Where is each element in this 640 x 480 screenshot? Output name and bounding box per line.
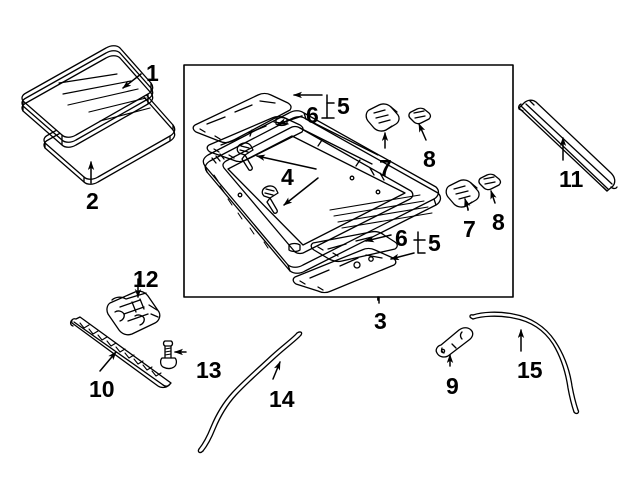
callout-label-3: 3 <box>374 308 387 334</box>
retainer-clip-front-8 <box>408 107 432 125</box>
callout-label-6b: 6 <box>395 225 408 251</box>
callout-label-9: 9 <box>446 373 459 399</box>
sunroof-frame <box>202 110 442 274</box>
callout-label-13: 13 <box>196 357 222 383</box>
callout-label-8b: 8 <box>492 209 505 235</box>
callout-label-5a: 5 <box>337 93 350 119</box>
callout-label-4: 4 <box>281 164 294 190</box>
callout-label-7a: 7 <box>379 155 392 181</box>
retainer-clip-rear-8 <box>478 173 502 191</box>
drain-hose-rear-15 <box>469 311 580 415</box>
callout-label-2: 2 <box>86 188 99 214</box>
drain-nozzle-9 <box>435 327 474 358</box>
callout-label-7b: 7 <box>463 216 476 242</box>
drive-motor-12 <box>106 290 161 336</box>
roof-trim-molding-11 <box>517 99 618 192</box>
drive-cable-10 <box>69 316 172 389</box>
leader-lines <box>87 73 567 380</box>
frame-screw-lower <box>261 185 279 214</box>
slider-shoe-front-7 <box>365 103 400 132</box>
callout-label-11: 11 <box>559 166 584 192</box>
callout-label-5b: 5 <box>428 230 441 256</box>
callout-label-8a: 8 <box>423 146 436 172</box>
guide-rail-lower-6 <box>310 230 398 263</box>
callout-label-12: 12 <box>133 266 159 292</box>
callout-label-14: 14 <box>269 386 295 412</box>
callout-label-6a: 6 <box>306 102 319 128</box>
callout-label-10: 10 <box>89 376 115 402</box>
glass-seal-group <box>43 87 176 185</box>
callout-label-1: 1 <box>146 60 159 86</box>
glass-panel-group <box>21 45 154 148</box>
mounting-bolt-13 <box>159 340 178 370</box>
drain-hose-front-14 <box>197 331 303 454</box>
frame-screw-upper <box>236 142 254 171</box>
callout-label-15: 15 <box>517 357 543 383</box>
